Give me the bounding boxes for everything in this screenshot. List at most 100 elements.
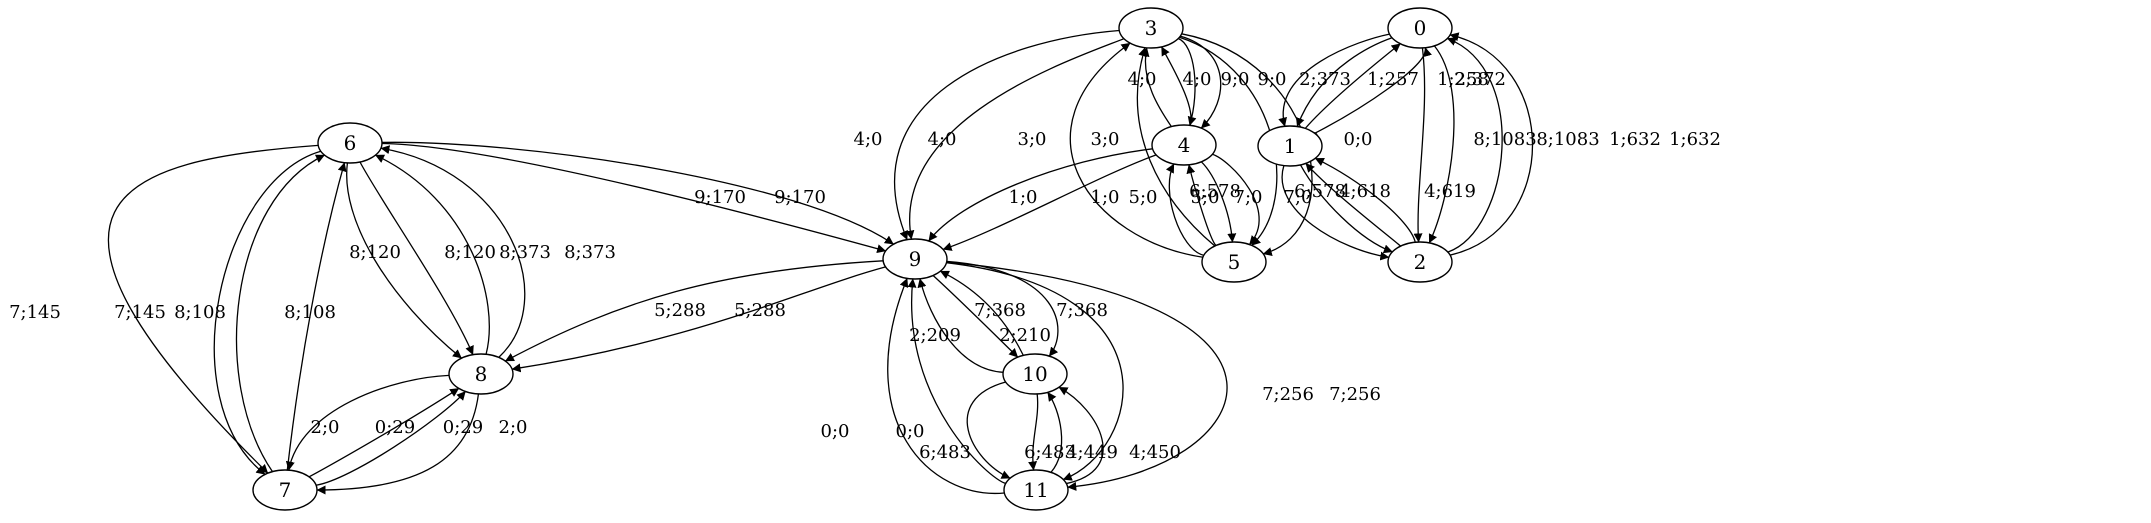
node-ellipse [317,122,383,164]
edge-line [1413,47,1426,243]
edge-11-to-9: 0;0 [896,278,1006,485]
node-0: 0 [1387,7,1453,49]
edge-label: 3;0 [1018,129,1047,150]
edge-line [511,266,886,373]
edge-label: 1;257 [1367,69,1419,90]
edge-line [966,381,1011,479]
edge-0-to-1: 2;372 [1278,33,1506,127]
edge-label: 9;170 [774,187,826,208]
node-ellipse [448,353,514,395]
edge-line [1314,47,1432,134]
edge-line [1180,35,1222,129]
edge-label: 7;368 [974,300,1026,321]
node-11: 11 [1003,469,1069,511]
edge-label: 4;0 [854,129,883,150]
edge-label: 8;1083 [1473,129,1536,150]
edge-label: 2;0 [311,417,340,438]
edge-line [1295,37,1393,127]
node-ellipse [1002,353,1068,395]
edge-line [375,154,490,355]
edge-1-to-0: 1;258 [1314,47,1489,134]
edge-11-to-9: 0;0 [821,277,1005,495]
edge-8-to-6: 8;373 [375,154,551,355]
edge-line [1428,45,1455,244]
edge-label: 8;1083 [1536,129,1599,150]
edge-label: 0;29 [443,417,483,438]
edge-2-to-0: 1;632 [1446,37,1661,253]
edge-label: 4;0 [928,129,957,150]
node-ellipse [252,469,318,511]
node-5: 5 [1201,241,1267,283]
edge-label: 8;120 [444,242,496,263]
edge-7-to-8: 0;29 [315,391,483,486]
node-ellipse [1151,124,1217,166]
edge-label: 9;0 [1258,69,1287,90]
node-10: 10 [1002,353,1068,395]
edge-line [946,261,1228,491]
node-label: 7 [279,478,292,502]
edge-label: 2;373 [1299,69,1351,90]
edge-2-to-1: 4;618 [1305,162,1402,247]
node-label: 1 [1284,134,1297,158]
edge-line [213,150,322,475]
edge-line [905,38,1125,240]
edge-line [286,162,347,471]
edge-4-to-5: 7;0 [1212,153,1312,245]
node-3: 3 [1118,7,1184,49]
edge-line [1186,164,1217,246]
edge-7-to-6: 8;108 [174,154,325,472]
edge-line [1281,165,1390,261]
edge-label: 6;483 [919,442,971,463]
edge-line [932,275,1019,358]
edge-label: 8;373 [499,242,551,263]
edge-label: 1;632 [1609,129,1661,150]
edge-label: 4;619 [1424,181,1476,202]
edge-5-to-4: 5;0 [1129,163,1205,256]
node-4: 4 [1151,124,1217,166]
edge-4-to-3: 4;0 [1128,47,1172,127]
edge-line [1069,42,1204,258]
edge-line [381,142,887,254]
edge-4-to-9: 1;0 [928,148,1153,242]
edge-11-to-10: 4;449 [1047,391,1118,473]
edge-line [1446,37,1503,253]
edge-3-to-9: 4;0 [854,29,1120,241]
edge-6-to-8: 8;120 [346,162,462,359]
edge-line [939,270,1024,356]
edge-4-to-9: 1;0 [942,154,1157,251]
edge-line [1136,47,1216,247]
edge-2-to-0: 1;632 [1449,32,1721,256]
edge-label: 4;0 [1128,69,1157,90]
edge-line [1177,37,1197,126]
edge-label: 5;0 [1129,187,1158,208]
edge-5-to-3: 3;0 [1018,42,1204,258]
edge-line [1165,163,1205,256]
edge-line [1200,161,1237,243]
edge-line [1278,33,1390,127]
edge-10-to-9: 2;209 [909,278,1004,373]
edge-10-to-11: 6;483 [919,381,1011,479]
edge-label: 8;120 [349,242,401,263]
edge-3-to-4: 9;0 [1177,37,1249,126]
node-label: 11 [1023,478,1048,502]
edge-label: 6;483 [1024,442,1076,463]
edge-6-to-9: 9;170 [381,141,894,245]
edge-label: 2;372 [1454,69,1506,90]
edge-label: 7;0 [1234,187,1263,208]
edge-label: 2;209 [909,325,961,346]
edge-8-to-7: 2;0 [316,393,527,495]
node-label: 9 [909,247,922,271]
edge-line [1028,393,1039,471]
edge-label: 3;0 [1091,129,1120,150]
edge-10-to-11: 6;483 [1024,393,1076,471]
node-ellipse [1118,7,1184,49]
edge-line [346,162,462,359]
edge-line [887,277,1005,495]
node-label: 5 [1228,250,1241,274]
node-ellipse [1003,469,1069,511]
node-ellipse [1387,241,1453,283]
edge-label: 0;0 [896,421,925,442]
node-label: 10 [1022,362,1047,386]
edge-6-to-7: 7;145 [9,144,319,474]
